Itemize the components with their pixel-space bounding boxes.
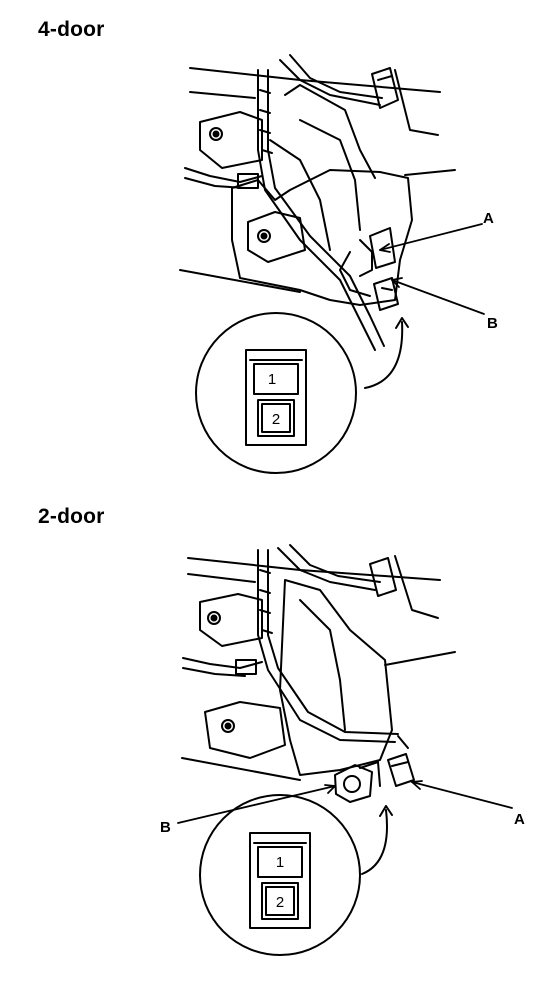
callout-a: A <box>483 210 494 227</box>
body-panel-line <box>394 69 439 136</box>
detail-arrow <box>364 321 404 389</box>
body-panel-line <box>179 269 301 293</box>
pin-1-label: 1 <box>268 371 276 388</box>
bolt <box>209 127 223 141</box>
upper-connector <box>369 557 397 597</box>
pin-2-label: 2 <box>272 411 280 428</box>
headlight-housing <box>279 579 393 776</box>
connector-face <box>245 349 307 446</box>
pin-1-label: 1 <box>276 854 284 871</box>
leader-line-a <box>411 781 513 809</box>
diagram-2door: A B 1 2 <box>160 544 525 956</box>
leader-line-a <box>379 223 483 251</box>
bolt <box>207 611 221 625</box>
body-panel-line <box>404 169 456 176</box>
view-heading-2door: 2-door <box>38 505 105 528</box>
leader-line-b <box>391 279 485 315</box>
connector-detail-circle <box>195 312 357 474</box>
wire-clip <box>235 659 257 675</box>
connector-face <box>249 832 311 929</box>
callout-b: B <box>487 315 498 332</box>
connector-a <box>387 753 415 787</box>
connector-b <box>373 277 399 311</box>
wire-clip <box>237 173 259 189</box>
callout-b: B <box>160 819 171 836</box>
bracket-lower <box>247 211 306 263</box>
view-heading-4door: 4-door <box>38 18 105 41</box>
pin-2-label: 2 <box>276 894 284 911</box>
lead-wire <box>184 167 263 183</box>
body-panel-line <box>189 91 256 99</box>
connector-detail-circle <box>199 794 361 956</box>
connector-b <box>334 764 373 803</box>
leader-line-b <box>177 785 336 824</box>
bracket-lower <box>204 701 286 759</box>
wire-harness <box>257 69 376 351</box>
bolt <box>221 719 235 733</box>
headlight-housing <box>231 169 413 306</box>
connector-a <box>369 227 396 269</box>
wire-harness <box>257 549 396 743</box>
body-panel-line <box>394 555 439 619</box>
bracket-upper <box>199 111 263 169</box>
diagram-4door: A B 1 2 <box>179 54 498 474</box>
body-panel-line <box>384 651 456 666</box>
detail-arrow <box>361 809 388 875</box>
body-panel-line <box>187 573 256 583</box>
upper-connector <box>371 67 399 109</box>
callout-a: A <box>514 811 525 828</box>
bracket-upper <box>199 593 263 647</box>
lead-wire <box>182 657 263 669</box>
bolt <box>257 229 271 243</box>
body-panel-line <box>181 757 301 781</box>
